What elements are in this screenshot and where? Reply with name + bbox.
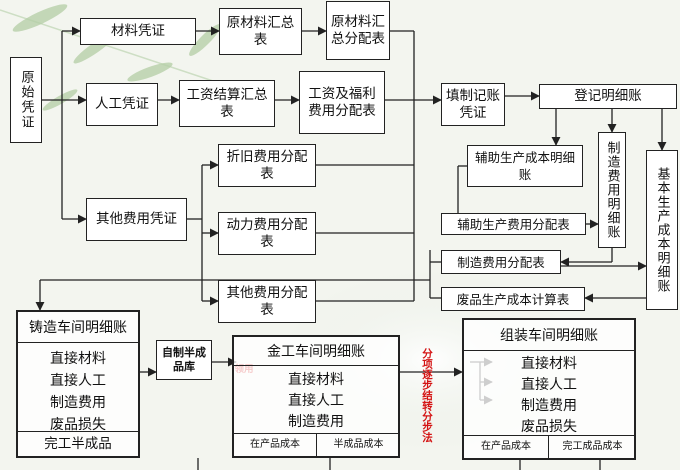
power-allocation-box: 动力费用分配表 [218,212,316,255]
wage-settlement-summary-label: 工资结算汇总表 [186,86,268,120]
assembly-item: 废品损失 [521,419,577,435]
wage-welfare-allocation-box: 工资及福利费用分配表 [299,71,385,134]
overhead-allocation-label: 制造费用分配表 [457,254,545,270]
casting-footer-label: 完工半成品 [44,436,112,452]
casting-item: 直接人工 [50,373,106,389]
other-expense-allocation-box: 其他费用分配表 [218,280,316,323]
depreciation-allocation-label: 折旧费用分配表 [226,148,308,182]
fill-voucher-label: 填制记账凭证 [446,87,500,121]
machining-ledger-title: 金工车间明细账 [234,337,398,366]
material-voucher-box: 材料凭证 [80,18,196,45]
machining-item: 直接人工 [288,393,344,409]
fill-voucher-box: 填制记账凭证 [441,83,505,126]
machining-item: 制造费用 [288,414,344,430]
raw-material-allocation-label: 原材料汇总分配表 [331,13,385,47]
other-expense-voucher-label: 其他费用凭证 [96,211,177,227]
other-expense-voucher-box: 其他费用凭证 [86,198,187,241]
aux-production-allocation-box: 辅助生产费用分配表 [441,213,586,235]
depreciation-allocation-box: 折旧费用分配表 [218,144,316,187]
assembly-item: 制造费用 [521,398,577,414]
manufacturing-overhead-ledger-box: 制造费用明细账 [598,132,626,248]
post-ledger-label: 登记明细账 [574,88,642,104]
casting-item: 直接材料 [50,351,106,367]
machining-footer-left: 在产品成本 [234,434,317,456]
step-transfer-text: 分项逐步结转分步法 [421,348,433,443]
assembly-footer-left: 在产品成本 [464,436,549,458]
casting-ledger-title: 铸造车间明细账 [18,312,138,343]
power-allocation-label: 动力费用分配表 [226,216,308,250]
post-ledger-box: 登记明细账 [539,84,677,109]
labor-voucher-label: 人工凭证 [95,96,149,112]
casting-item: 制造费用 [50,395,106,411]
overhead-allocation-box: 制造费用分配表 [441,250,561,274]
self-made-semi-store-label: 自制半成品库 [162,346,206,373]
machining-ledger-panel: 金工车间明细账 直接材料 直接人工 制造费用 在产品成本 半成品成本 [232,335,400,458]
aux-production-allocation-label: 辅助生产费用分配表 [457,216,570,232]
scrap-cost-calc-label: 废品生产成本计算表 [456,291,570,307]
machining-footer-right: 半成品成本 [333,439,384,450]
raw-material-summary-label: 原材料汇总表 [226,14,295,48]
source-voucher-label: 原始凭证 [18,70,34,130]
wage-settlement-summary-box: 工资结算汇总表 [179,80,275,127]
assembly-item: 直接人工 [521,377,577,393]
aux-production-ledger-box: 辅助生产成本明细账 [467,145,583,187]
assembly-item: 直接材料 [521,356,577,372]
source-voucher-box: 原始凭证 [10,57,42,143]
machining-item: 直接材料 [288,372,344,388]
basic-production-ledger-box: 基本生产成本明细账 [646,150,678,310]
machining-footer: 在产品成本 半成品成本 [234,433,398,456]
assembly-footer: 在产品成本 完工成品成本 [464,435,634,458]
raw-material-summary-box: 原材料汇总表 [219,8,302,55]
basic-production-ledger-label: 基本生产成本明细账 [654,167,670,293]
casting-ledger-panel: 铸造车间明细账 直接材料 直接人工 制造费用 废品损失 完工半成品 [16,310,140,458]
scrap-cost-calc-box: 废品生产成本计算表 [441,287,585,311]
wage-welfare-allocation-label: 工资及福利费用分配表 [308,85,376,119]
aux-production-ledger-label: 辅助生产成本明细账 [474,150,575,182]
manufacturing-overhead-ledger-label: 制造费用明细账 [604,141,620,239]
other-expense-allocation-label: 其他费用分配表 [226,284,308,318]
assembly-footer-right: 完工成品成本 [562,441,623,452]
material-voucher-label: 材料凭证 [111,23,165,39]
assembly-ledger-title: 组装车间明细账 [464,320,634,351]
labor-voucher-box: 人工凭证 [86,83,158,126]
casting-item: 废品损失 [50,417,106,433]
casting-footer: 完工半成品 [18,431,138,456]
raw-material-allocation-box: 原材料汇总分配表 [326,1,390,60]
assembly-ledger-panel: 组装车间明细账 直接材料 直接人工 制造费用 废品损失 在产品成本 完工成品成本 [462,318,636,460]
step-transfer-label: 分项逐步结转分步法 [418,348,436,446]
self-made-semi-store-box: 自制半成品库 [156,340,212,380]
